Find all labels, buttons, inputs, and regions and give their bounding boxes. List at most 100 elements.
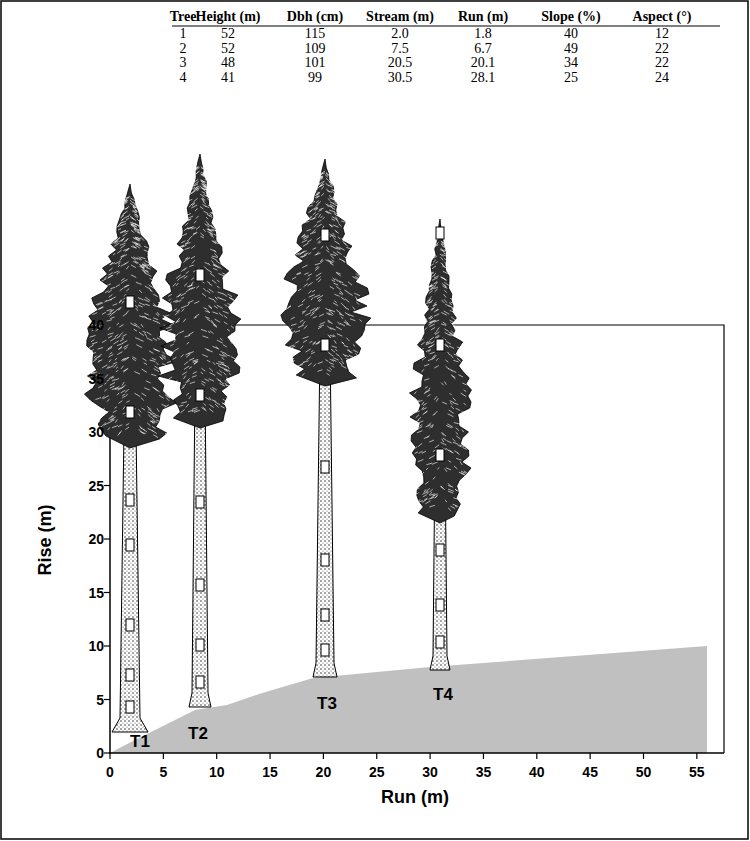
table-cell: 2 [180,42,187,56]
x-tick [323,753,324,759]
y-tick-label: 40 [88,318,104,332]
table-cell: 52 [221,42,235,56]
table-cell: 20.5 [388,56,413,70]
sample-marker [126,619,134,631]
table-cell: 22 [655,42,669,56]
y-tick [104,752,110,753]
sample-marker [436,339,444,351]
table-cell: 25 [564,71,578,85]
sample-marker [196,496,204,508]
x-tick [109,753,110,759]
table-cell: 30.5 [388,71,413,85]
sample-marker [321,609,329,621]
x-tick [216,753,217,759]
table-cell: 109 [305,42,326,56]
y-tick [104,592,110,593]
table-cell: 49 [564,42,578,56]
table-cell: 7.5 [391,42,409,56]
table-header: Run (m) [458,10,508,24]
sample-marker [196,579,204,591]
x-tick-label: 20 [316,765,332,779]
table-cell: 3 [180,56,187,70]
foliage-texture [412,232,468,513]
tree-crown [409,219,471,523]
sample-marker [436,636,444,648]
table-header: Slope (%) [541,10,601,24]
table-rule [172,26,720,27]
y-tick-label: 25 [88,479,104,493]
y-tick-label: 5 [96,693,104,707]
table-header: Stream (m) [366,10,434,24]
tree-label: T2 [188,725,208,742]
sample-marker [126,494,134,506]
x-tick-label: 50 [636,765,652,779]
sample-marker [196,269,204,281]
tree [281,159,371,677]
y-tick [104,699,110,700]
table-cell: 40 [564,27,578,41]
sample-marker [126,539,134,551]
sample-marker [436,449,444,461]
sample-marker [126,701,134,713]
tree-label: T3 [317,695,337,712]
y-tick [104,485,110,486]
x-axis-title: Run (m) [381,788,449,806]
x-tick-label: 0 [106,765,114,779]
tree-label: T1 [130,733,150,750]
table-cell: 34 [564,56,578,70]
sample-marker [321,339,329,351]
table-cell: 6.7 [474,42,492,56]
x-tick [163,753,164,759]
x-tick-label: 55 [689,765,705,779]
table-cell: 99 [308,71,322,85]
table-cell: 1 [180,27,187,41]
sample-marker [436,599,444,611]
table-cell: 24 [655,71,669,85]
sample-marker [126,669,134,681]
sample-marker [436,227,444,239]
x-tick-label: 30 [422,765,438,779]
x-tick-label: 10 [209,765,225,779]
table-cell: 41 [221,71,235,85]
x-tick-label: 25 [369,765,385,779]
x-tick [430,753,431,759]
table-cell: 101 [305,56,326,70]
table-cell: 28.1 [471,71,496,85]
tree-crown [281,159,371,386]
table-header: Dbh (cm) [287,10,343,24]
table-header: Tree [170,10,197,24]
x-tick-label: 45 [582,765,598,779]
foliage-texture [286,171,362,376]
x-tick [696,753,697,759]
tree [409,219,471,670]
table-cell: 20.1 [471,56,496,70]
table-header: Height (m) [196,10,261,24]
table-cell: 1.8 [474,27,492,41]
table-cell: 48 [221,56,235,70]
table-cell: 12 [655,27,669,41]
x-axis [109,752,724,754]
table-cell: 2.0 [391,27,409,41]
y-tick-label: 15 [88,586,104,600]
trees [84,154,471,732]
x-tick [269,753,270,759]
foliage-texture [164,167,236,418]
y-tick-label: 10 [88,639,104,653]
x-tick-label: 15 [262,765,278,779]
x-tick [483,753,484,759]
tree-crown [158,154,241,428]
sample-marker [126,296,134,308]
sample-marker [126,406,134,418]
foliage-texture [88,197,172,438]
table-cell: 52 [221,27,235,41]
sample-marker [321,229,329,241]
y-tick-label: 30 [88,425,104,439]
sample-marker [196,389,204,401]
y-tick [104,645,110,646]
x-tick [643,753,644,759]
table-cell: 4 [180,71,187,85]
sample-marker [196,676,204,688]
